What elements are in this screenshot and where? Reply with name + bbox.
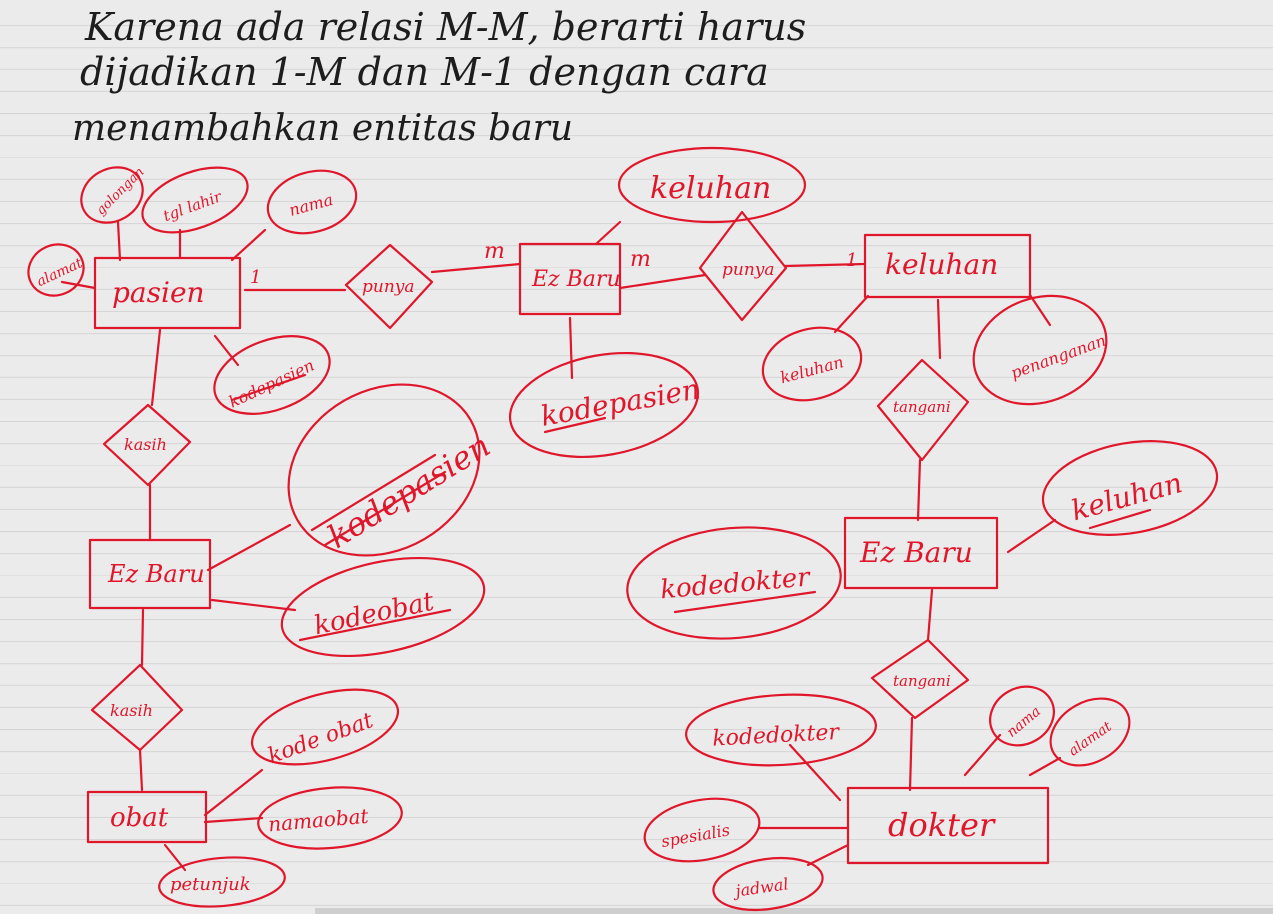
entity-label: obat bbox=[110, 803, 169, 833]
relation-label: tangani bbox=[893, 398, 951, 416]
attribute-keluhan-right: keluhan bbox=[1041, 440, 1219, 536]
relation-label: kasih bbox=[110, 701, 153, 720]
handwritten-note: Karena ada relasi M-M, berarti harus dij… bbox=[72, 5, 806, 149]
entity-pasien: pasien bbox=[93, 256, 242, 330]
attribute-tgl-lahir: tgl lahir bbox=[141, 166, 249, 234]
note-line-3: menambahkan entitas baru bbox=[72, 108, 573, 149]
cardinality-label: m bbox=[630, 247, 651, 272]
attribute-label: jadwal bbox=[731, 874, 789, 901]
relation-punya-left: punya bbox=[344, 243, 434, 330]
attribute-petunjuk: petunjuk bbox=[158, 856, 286, 908]
attribute-label: kodedokter bbox=[712, 720, 841, 752]
relation-kasih-top: kasih bbox=[102, 403, 192, 487]
attribute-label: tgl lahir bbox=[161, 187, 225, 225]
attribute-kode-obat-1: kodeobat bbox=[280, 556, 486, 658]
attribute-jadwal: jadwal bbox=[712, 856, 824, 912]
relation-tangani-bottom: tangani bbox=[870, 638, 970, 720]
attribute-label: alamat bbox=[1066, 718, 1115, 759]
attribute-alamat-pasien: alamat bbox=[27, 243, 85, 297]
attribute-golongan: golongan bbox=[80, 165, 148, 224]
entity-label: pasien bbox=[112, 276, 205, 309]
attribute-nama: nama bbox=[266, 169, 358, 235]
entity-keluhan: keluhan bbox=[863, 233, 1032, 299]
attribute-label: nama bbox=[1004, 704, 1044, 741]
attribute-spesialis: spesialis bbox=[643, 797, 761, 863]
entity-ez-baru-right: Ez Baru bbox=[843, 516, 999, 590]
attribute-alamat-dokter: alamat bbox=[1049, 697, 1131, 767]
page-edge-shadow bbox=[315, 908, 1273, 914]
relation-label: punya bbox=[722, 260, 775, 280]
attribute-kode-pasien-1: kodepasien bbox=[213, 335, 331, 415]
relation-label: kasih bbox=[124, 435, 167, 454]
attribute-keluhan-small: keluhan bbox=[761, 326, 863, 402]
entity-ez-baru-top: Ez Baru bbox=[518, 242, 622, 316]
attribute-label: petunjuk bbox=[170, 874, 251, 895]
entity-obat: obat bbox=[86, 790, 208, 844]
attribute-penanganan: penanganan bbox=[972, 294, 1108, 406]
entity-label: Ez Baru bbox=[107, 560, 205, 588]
relation-label: punya bbox=[362, 277, 415, 297]
relation-tangani-top: tangani bbox=[876, 358, 970, 462]
connectors bbox=[60, 220, 1062, 872]
cardinality-label: 1 bbox=[250, 267, 261, 288]
entity-dokter: dokter bbox=[846, 786, 1050, 865]
attribute-label: kodepasien bbox=[226, 355, 317, 411]
relation-label: tangani bbox=[893, 672, 951, 690]
attribute-kode-pasien-3: kodepasien bbox=[287, 383, 497, 557]
relation-punya-right: punya bbox=[698, 210, 788, 322]
attribute-kode-dokter-1: kodedokter bbox=[626, 526, 842, 640]
attribute-nama-obat: namaobat bbox=[257, 786, 403, 850]
entity-ez-baru-left: Ez Baru bbox=[88, 538, 212, 610]
attribute-kode-obat-2: kode obat bbox=[250, 688, 400, 769]
cardinality-label: 1 bbox=[846, 250, 857, 271]
note-line-2: dijadikan 1-M dan M-1 dengan cara bbox=[80, 50, 769, 94]
attribute-label: kodedokter bbox=[659, 562, 812, 605]
attribute-kode-pasien-2: kodepasien bbox=[508, 351, 702, 459]
entity-label: Ez Baru bbox=[531, 267, 621, 292]
attribute-label: golongan bbox=[94, 165, 148, 219]
attribute-label: keluhan bbox=[650, 171, 771, 206]
attribute-keluhan-top: keluhan bbox=[617, 146, 807, 224]
attribute-kode-dokter-2: kodedokter bbox=[685, 693, 877, 767]
entity-label: dokter bbox=[888, 806, 996, 844]
cardinality-label: m bbox=[484, 239, 505, 264]
attribute-label: keluhan bbox=[778, 352, 845, 387]
entity-label: keluhan bbox=[885, 248, 998, 281]
attribute-label: kode obat bbox=[265, 708, 377, 769]
attribute-label: spesialis bbox=[660, 820, 731, 851]
entity-label: Ez Baru bbox=[859, 536, 973, 569]
attribute-label: kodepasien bbox=[538, 372, 702, 432]
note-line-1: Karena ada relasi M-M, berarti harus bbox=[84, 5, 806, 49]
er-diagram: pasien Ez Baru keluhan Ez Baru obat Ez B… bbox=[27, 146, 1219, 912]
attribute-label: namaobat bbox=[267, 804, 370, 837]
attribute-label: nama bbox=[287, 190, 335, 220]
relation-kasih-bottom: kasih bbox=[90, 663, 184, 752]
